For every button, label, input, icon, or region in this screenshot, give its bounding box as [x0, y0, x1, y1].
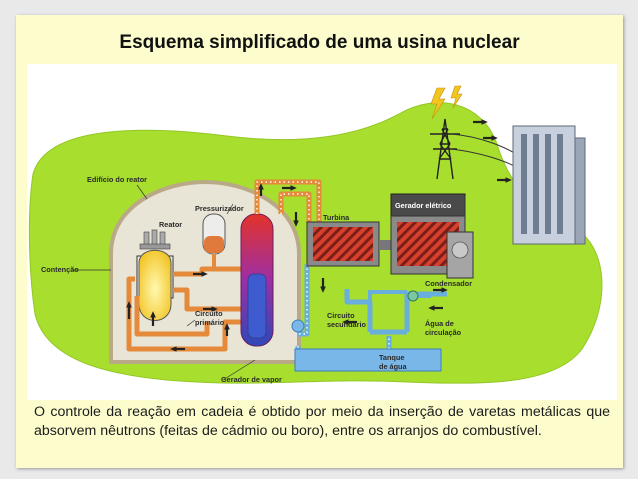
lightning-icon: [450, 85, 463, 109]
condenser: [446, 231, 474, 279]
label-circulation-water: Água de: [425, 319, 454, 328]
lightning-icon: [430, 87, 446, 120]
reactor-vessel: [136, 229, 174, 321]
turbine: [306, 221, 380, 267]
label-condenser: Condensador: [425, 279, 472, 288]
label-water-tank-2: de água: [379, 362, 408, 371]
steam-generator: [240, 213, 274, 347]
diagram-svg: Edifício do reator Pressurizador Reator …: [28, 85, 603, 384]
nuclear-plant-diagram: Edifício do reator Pressurizador Reator …: [27, 64, 617, 400]
label-pressurizer: Pressurizador: [195, 204, 244, 213]
label-secondary-circuit: Circuito: [327, 311, 355, 320]
label-primary-circuit-2: primário: [195, 318, 225, 327]
label-primary-circuit: Circuito: [195, 309, 223, 318]
label-secondary-circuit-2: secundário: [327, 320, 366, 329]
label-water-tank: Tanque: [379, 353, 404, 362]
flow-arrows: [126, 119, 512, 352]
label-reactor: Reator: [159, 220, 182, 229]
water-tank: [294, 348, 442, 372]
steam-lines: [254, 179, 322, 236]
label-turbine: Turbina: [323, 213, 350, 222]
slide: Esquema simplificado de uma usina nuclea…: [16, 15, 623, 468]
label-containment: Contenção: [41, 265, 79, 274]
pump: [291, 319, 305, 333]
transmission-tower: [430, 118, 460, 180]
caption-text: O controle da reação em cadeia é obtido …: [34, 404, 610, 439]
label-steam-generator: Gerador de vapor: [221, 375, 282, 384]
label-electric-generator: Gerador elétrico: [395, 201, 452, 210]
cooling-pump: [407, 290, 419, 302]
turbine-shaft: [379, 240, 391, 250]
label-reactor-building: Edifício do reator: [87, 175, 147, 184]
leader-lines: [72, 184, 256, 381]
slide-title: Esquema simplificado de uma usina nuclea…: [119, 32, 520, 53]
city-building: [512, 125, 586, 245]
label-circulation-water-2: circulação: [425, 328, 462, 337]
